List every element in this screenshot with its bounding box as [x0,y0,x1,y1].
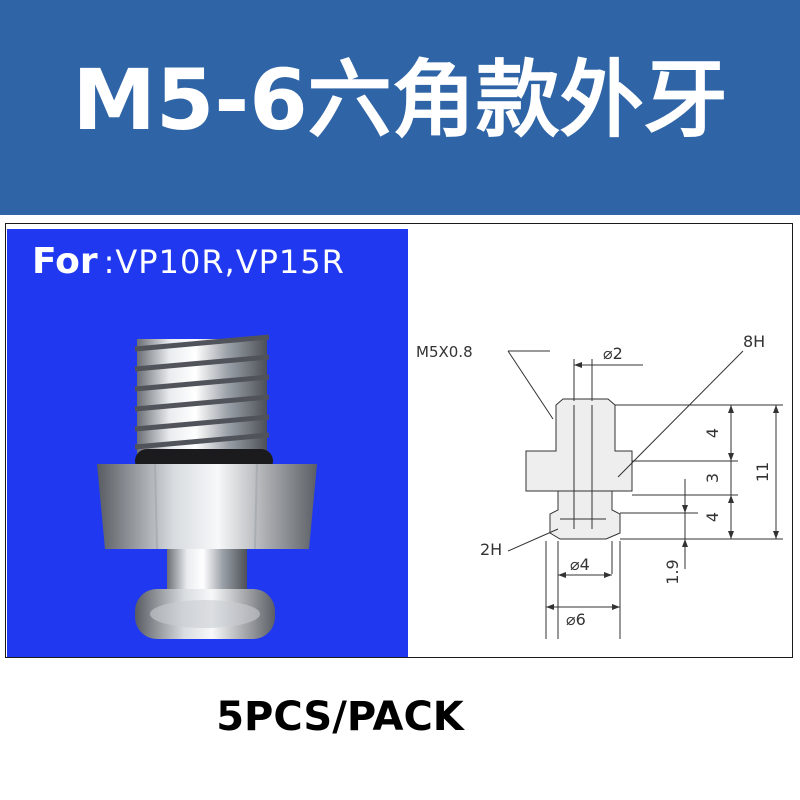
dim-neck-length: 4 [703,512,722,522]
hex-fitting-photo-icon [97,334,317,639]
compatible-models: :VP10R,VP15R [103,243,345,281]
header-title: M5-6六角款外牙 [72,51,728,149]
for-word: For [32,241,98,282]
dimension-drawing: M5X0.8 ⌀2 8H 2H ⌀4 ⌀6 4 3 4 11 1.9 [416,332,783,639]
header-banner: M5-6六角款外牙 [0,0,800,215]
flat-size-label: 2H [480,540,502,559]
pack-quantity: 5PCS/PACK [216,694,464,740]
hex-size-label: 8H [743,332,765,351]
head-diameter-label: ⌀6 [566,610,586,629]
dim-head-height: 1.9 [663,559,682,584]
neck-diameter-label: ⌀4 [570,555,590,574]
dim-hex-height: 3 [703,473,722,483]
technical-drawing: M5X0.8 ⌀2 8H 2H ⌀4 ⌀6 4 3 4 11 1.9 [408,229,793,657]
dim-total-length: 11 [753,462,772,482]
product-panel: For:VP10R,VP15R [7,229,408,657]
compatibility-label: For:VP10R,VP15R [32,241,345,282]
bore-diameter-label: ⌀2 [603,344,623,363]
dim-thread-length: 4 [703,428,722,438]
thread-size-label: M5X0.8 [416,343,473,361]
